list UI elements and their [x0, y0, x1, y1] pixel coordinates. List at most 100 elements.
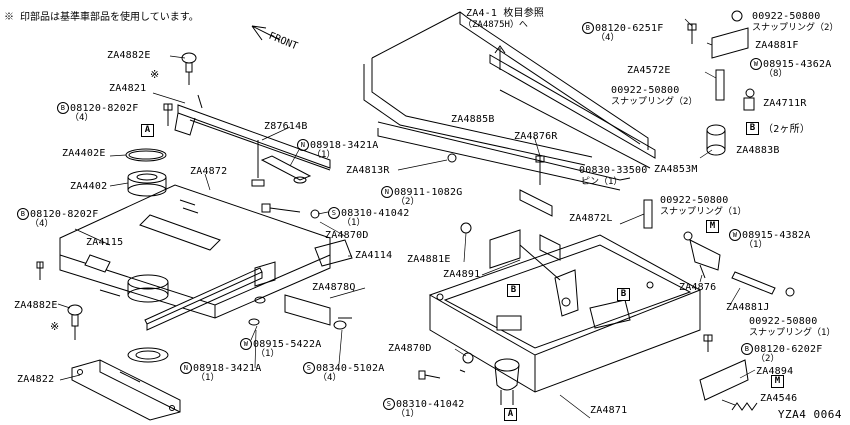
gas-strut-icon [494, 358, 520, 405]
front-arrow-icon [251, 25, 281, 41]
figure-id: YZA4 0064 [777, 408, 842, 421]
label-b08120-8202f-b-qty: （4） [30, 219, 54, 229]
label-za4881e: ZA4881E [407, 254, 451, 265]
label-za4115: ZA4115 [86, 237, 124, 248]
label-00922-50800-a-sub: スナップリング（2） [752, 23, 839, 33]
marker-star-top: ※ [150, 68, 160, 81]
label-b08120-6202f-qty: （2） [756, 354, 780, 364]
label-za4891: ZA4891 [443, 269, 481, 280]
ref-box-m-top: M [706, 220, 719, 233]
ring-icon [125, 148, 167, 162]
label-n08918-3421a-bottom-qty: （1） [196, 373, 220, 383]
label-00922-50800-a: 00922-50800 [752, 11, 821, 22]
spring-icon [731, 402, 758, 411]
label-za4821: ZA4821 [109, 83, 147, 94]
label-za4870d-bottom: ZA4870D [388, 343, 432, 354]
label-za4872l: ZA4872L [569, 213, 613, 224]
ref-box-a-bottom: A [504, 408, 517, 421]
label-b08120-6251f-qty: （4） [596, 33, 620, 43]
parts-note: ※ 印部品は基準車部品を使用しています。 [4, 12, 199, 23]
label-n08918-3421a-top-qty: （1） [312, 150, 336, 160]
label-s08310-41042-mid-qty: （1） [342, 218, 366, 228]
label-za4876r: ZA4876R [514, 131, 558, 142]
main-frame [428, 234, 702, 393]
label-za4572e: ZA4572E [627, 65, 671, 76]
label-za4882e-top: ZA4882E [107, 50, 151, 61]
label-za4883b: ZA4883B [736, 145, 780, 156]
lever-icon [689, 239, 721, 279]
bolt-icon-right [418, 23, 713, 380]
label-za4546: ZA4546 [760, 393, 798, 404]
label-za4813r: ZA4813R [346, 165, 390, 176]
label-za4-1-ref: ZA4-1 枚目参照 [466, 8, 545, 19]
za4870d-mid-bracket [254, 261, 276, 287]
label-za4402e: ZA4402E [62, 148, 106, 159]
za4114-plate [314, 239, 353, 267]
z87614b-part [251, 140, 312, 187]
ref-box-b-right: B [617, 288, 630, 301]
knob-icon-top [181, 52, 197, 85]
label-w08915-4382a-qty: （1） [744, 240, 768, 250]
label-00922-50800-b-sub: スナップリング（2） [611, 97, 698, 107]
label-za4881f: ZA4881F [755, 40, 799, 51]
marker-star-bottom: ※ [50, 320, 60, 333]
label-s08310-41042-bottom-qty: （1） [396, 409, 420, 419]
lower-bearing-icon [127, 274, 169, 363]
slide-bar [144, 267, 263, 331]
ref-box-m-bottom: M [771, 375, 784, 388]
snap-ring-icon [683, 10, 795, 297]
label-n08911-1082g-qty: （2） [396, 197, 420, 207]
ref-box-b-top: B [746, 122, 759, 135]
za4572e-pin [715, 69, 725, 101]
label-za4876: ZA4876 [679, 282, 717, 293]
za4894-bracket [699, 359, 749, 401]
label-za4885b: ZA4885B [451, 114, 495, 125]
label-za4711r: ZA4711R [763, 98, 807, 109]
shaft-icon [731, 271, 776, 295]
label-za4853m: ZA4853M [654, 164, 698, 175]
label-za4870d-mid: ZA4870D [325, 230, 369, 241]
seat-rail-right [489, 54, 656, 217]
pin-icon [643, 199, 653, 229]
label-za4872: ZA4872 [190, 166, 228, 177]
ref-box-a-top: A [141, 124, 154, 137]
washer-icon [248, 176, 307, 326]
label-b08120-8202f-a-qty: （4） [70, 113, 94, 123]
reference-arrow-icon [494, 45, 506, 70]
label-00830-33500: 00830-33500 [579, 165, 648, 176]
bottom-bracket [71, 359, 181, 421]
label-za4881j: ZA4881J [726, 302, 770, 313]
backrest-frame [363, 11, 649, 191]
label-za4871: ZA4871 [590, 405, 628, 416]
bearing-icon [127, 170, 167, 197]
za4711r-bushing [743, 97, 755, 111]
linkage [489, 229, 579, 317]
label-00922-50800-c: 00922-50800 [660, 195, 729, 206]
label-za4894: ZA4894 [756, 366, 794, 377]
label-za4114: ZA4114 [355, 250, 393, 261]
label-z87614b: Z87614B [264, 121, 308, 132]
leader-lines [57, 18, 756, 419]
label-za4402: ZA4402 [70, 181, 108, 192]
za4878q-bracket [284, 294, 331, 326]
label-za4878q: ZA4878Q [312, 282, 356, 293]
label-za4822: ZA4822 [17, 374, 55, 385]
label-w08915-5422a-qty: （1） [256, 349, 280, 359]
label-za4-1-ref-sub: （ZA4875H）へ [463, 20, 528, 30]
za4883b-cap [706, 124, 726, 156]
